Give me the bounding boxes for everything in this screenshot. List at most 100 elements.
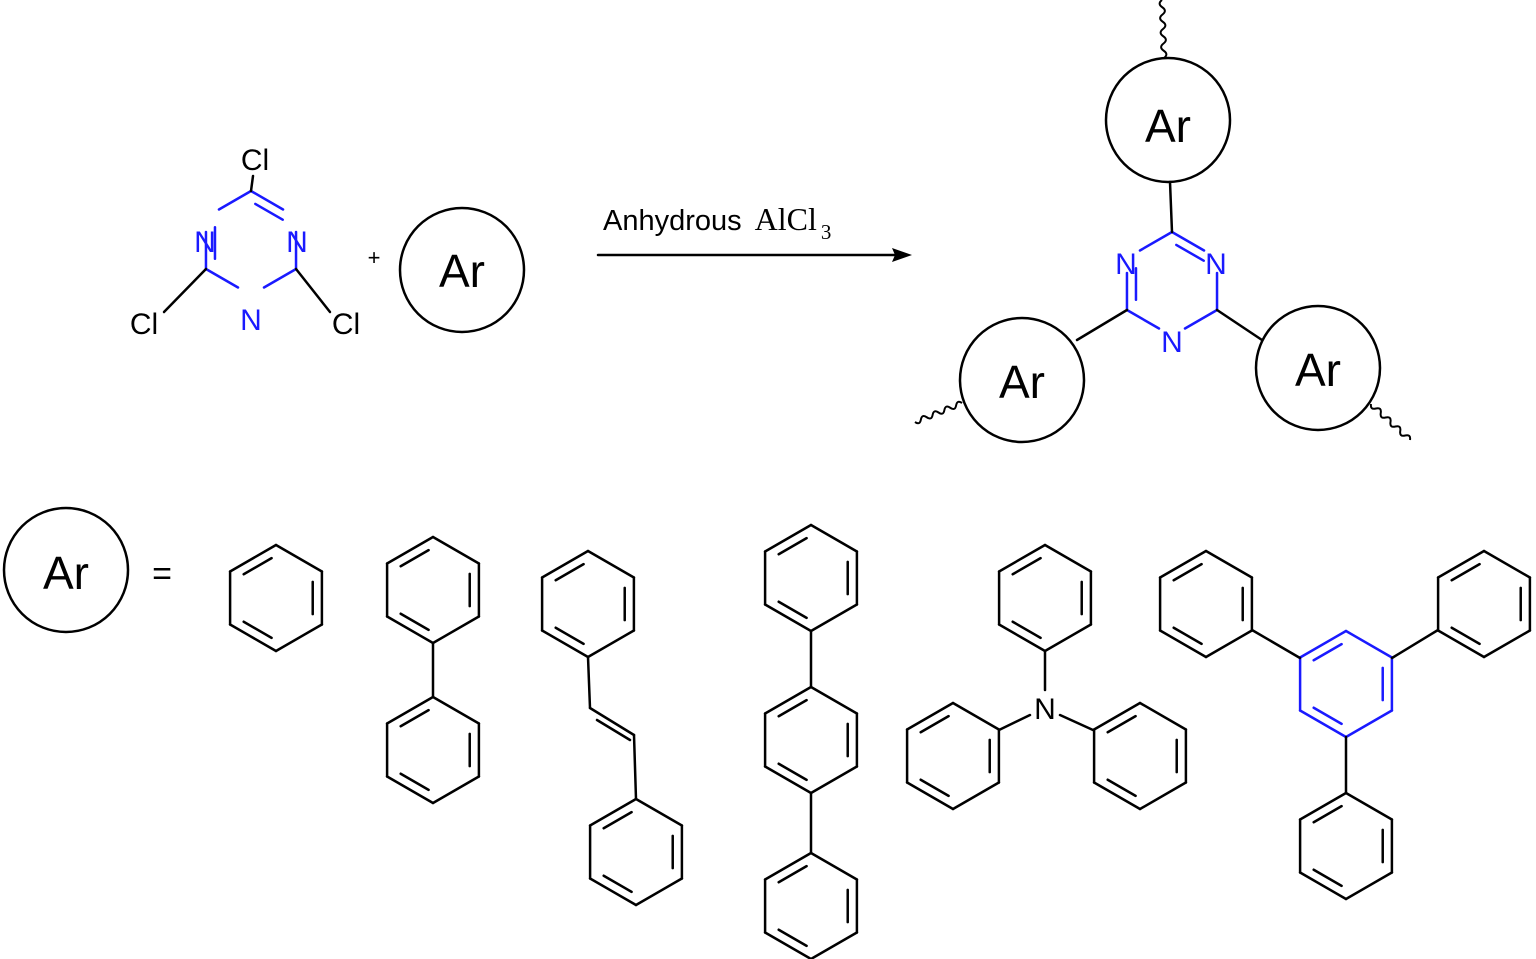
double-bond-line bbox=[554, 562, 585, 582]
bond-line bbox=[997, 713, 1032, 732]
double-bond-line bbox=[777, 536, 808, 556]
ring-bond-line bbox=[1482, 629, 1532, 659]
ring-bond-line bbox=[1138, 701, 1188, 731]
cyanuric-chloride: Cl Cl Cl N N N bbox=[130, 144, 360, 341]
ring-bond-line bbox=[634, 797, 684, 827]
double-bond-line bbox=[777, 600, 808, 620]
ring-bond-line bbox=[997, 623, 1047, 653]
wavy-bond bbox=[914, 400, 963, 425]
ar-product-circle bbox=[1254, 304, 1382, 432]
double-bond-line bbox=[242, 556, 273, 576]
ring-bond-line bbox=[1298, 709, 1348, 739]
double-bond-line bbox=[1175, 243, 1205, 262]
plus-sign: + bbox=[368, 245, 381, 270]
ring-bond-line bbox=[385, 615, 435, 645]
ring-bond-line bbox=[1298, 791, 1348, 821]
double-bond-line bbox=[602, 810, 633, 830]
ring-bond-line bbox=[1043, 543, 1093, 573]
bond-line bbox=[632, 733, 638, 801]
ring-bond-line bbox=[763, 603, 813, 633]
ring-bond-line bbox=[1482, 549, 1532, 579]
ring-bond-line bbox=[274, 543, 324, 573]
ring-bond-line bbox=[1436, 549, 1486, 579]
ring-bond-line bbox=[540, 629, 590, 659]
double-bond-line bbox=[1106, 714, 1137, 734]
ring-bond-line bbox=[1298, 629, 1348, 659]
double-bond-line bbox=[777, 928, 808, 948]
ring-bond-line bbox=[763, 851, 813, 881]
ar-reactant-label: Ar bbox=[439, 245, 485, 297]
ring-bond-line bbox=[763, 685, 813, 715]
ring-bond-line bbox=[1043, 623, 1093, 653]
double-bond-line bbox=[1011, 556, 1042, 576]
wavy-bond bbox=[1158, 0, 1168, 59]
ring-bond-line bbox=[809, 523, 859, 553]
reagent-subscript: 3 bbox=[821, 220, 832, 244]
ar-product-circle bbox=[958, 316, 1086, 444]
bond-line bbox=[1075, 308, 1129, 342]
ring-bond-line bbox=[809, 685, 859, 715]
ring-bond-line bbox=[204, 267, 240, 289]
ar-structure-triphenylamine: N bbox=[1034, 693, 1056, 726]
ring-bond-line bbox=[588, 877, 638, 907]
equals-sign: = bbox=[152, 555, 172, 593]
ar-product-label: Ar bbox=[1295, 344, 1341, 396]
condition-text: Anhydrous bbox=[603, 205, 742, 237]
ring-bond-line bbox=[1158, 629, 1208, 659]
double-bond-line bbox=[919, 778, 950, 798]
double-bond-line bbox=[777, 762, 808, 782]
bond-line bbox=[1215, 308, 1264, 342]
ring-bond-line bbox=[431, 535, 481, 565]
double-bond-line bbox=[1312, 868, 1343, 888]
ar-circle-layer bbox=[2, 56, 1382, 634]
ring-bond-line bbox=[763, 523, 813, 553]
double-bond-line bbox=[399, 548, 430, 568]
ring-bond-line bbox=[763, 765, 813, 795]
ring-bond-line bbox=[1204, 629, 1254, 659]
ar-definition-circle bbox=[2, 506, 130, 634]
bond-line bbox=[588, 706, 636, 737]
ring-bond-line bbox=[1298, 871, 1348, 901]
double-bond-line bbox=[399, 772, 430, 792]
ring-bond-line bbox=[262, 267, 298, 289]
ring-bond-line bbox=[1344, 791, 1394, 821]
ring-bond-line bbox=[1344, 871, 1394, 901]
ar-product-label: Ar bbox=[1145, 100, 1191, 152]
ring-bond-line bbox=[1344, 709, 1394, 739]
double-bond-line bbox=[1450, 626, 1481, 646]
double-bond-line bbox=[1172, 626, 1203, 646]
double-bond-line bbox=[242, 620, 273, 640]
reagent-formula: AlCl bbox=[755, 201, 817, 237]
ar-product-label: Ar bbox=[999, 356, 1045, 408]
ring-bond-line bbox=[905, 701, 955, 731]
bond-line bbox=[294, 267, 332, 314]
ring-bond-line bbox=[809, 603, 859, 633]
ring-bond-line bbox=[1183, 308, 1219, 330]
ring-bond-line bbox=[1092, 781, 1142, 811]
double-bond-line bbox=[1106, 778, 1137, 798]
ring-bond-line bbox=[540, 549, 590, 579]
triazine-framework-product: N N N Ar Ar Ar bbox=[999, 100, 1341, 408]
ring-bond-line bbox=[228, 623, 278, 653]
bond-line bbox=[1390, 628, 1440, 660]
bond-layer bbox=[162, 0, 1532, 959]
triazine-nitrogen-label: N bbox=[286, 226, 308, 259]
triazine-nitrogen-label: N bbox=[194, 226, 216, 259]
ring-bond-line bbox=[951, 701, 1001, 731]
ring-bond-line bbox=[809, 765, 859, 795]
triazine-nitrogen-label: N bbox=[1115, 248, 1137, 281]
double-bond-line bbox=[777, 698, 808, 718]
triazine-nitrogen-label: N bbox=[1205, 248, 1227, 281]
double-bond-line bbox=[1172, 562, 1203, 582]
double-bond-line bbox=[254, 202, 284, 221]
ring-bond-line bbox=[634, 877, 684, 907]
ring-bond-line bbox=[586, 549, 636, 579]
ar-definition-label: Ar bbox=[43, 547, 89, 599]
ring-bond-line bbox=[951, 781, 1001, 811]
ring-bond-line bbox=[763, 931, 813, 959]
ring-bond-line bbox=[1138, 781, 1188, 811]
ring-bond-line bbox=[809, 851, 859, 881]
ring-bond-line bbox=[1436, 629, 1486, 659]
ring-bond-line bbox=[431, 695, 481, 725]
